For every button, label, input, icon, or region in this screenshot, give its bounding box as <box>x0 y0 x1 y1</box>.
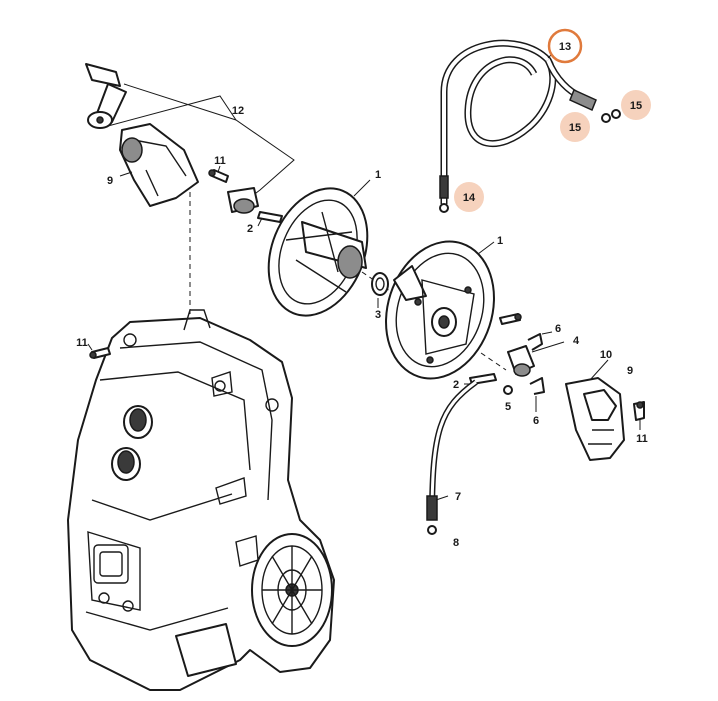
highlight-15-top <box>621 90 651 120</box>
callout-11-right: 11 <box>636 433 648 445</box>
callout-14: 14 <box>463 192 476 204</box>
callout-11-left: 11 <box>76 337 88 349</box>
callout-2-lower: 2 <box>453 379 459 391</box>
pressure-washer-body <box>67 309 335 691</box>
clip-6-upper <box>527 333 543 351</box>
callout-11-top: 11 <box>214 155 226 167</box>
o-ring-8 <box>427 525 437 535</box>
callout-10: 10 <box>600 349 612 361</box>
crank-handle <box>85 63 127 129</box>
o-ring-15-b <box>611 109 621 119</box>
reel-bracket-right <box>565 377 625 461</box>
leader-12 <box>123 83 295 197</box>
callout-15-top: 15 <box>630 100 642 112</box>
callout-7: 7 <box>455 491 461 503</box>
o-ring-15-a <box>601 113 611 123</box>
reel-bracket-left <box>119 123 199 207</box>
shaft-coupling <box>227 187 259 214</box>
callout-1-lower: 1 <box>497 235 503 247</box>
reel-disk-lower <box>385 240 495 380</box>
callout-9-left: 9 <box>107 175 113 187</box>
callout-8: 8 <box>453 537 459 549</box>
callout-3: 3 <box>375 309 381 321</box>
callout-15-bottom: 15 <box>569 122 581 134</box>
screw-11-right <box>633 401 645 421</box>
o-ring-3 <box>371 272 389 296</box>
clip-6-lower <box>529 377 545 395</box>
callout-9-right: 9 <box>627 365 633 377</box>
callout-13: 13 <box>559 41 571 53</box>
callout-6-upper: 6 <box>555 323 561 335</box>
callout-4: 4 <box>573 335 580 347</box>
callout-5: 5 <box>505 401 511 413</box>
screw-11-top <box>208 169 229 183</box>
o-ring-5 <box>503 385 513 395</box>
highlight-15-bottom <box>560 112 590 142</box>
highlight-14 <box>454 182 484 212</box>
callout-12: 12 <box>232 105 244 117</box>
screw-11-left <box>89 347 111 359</box>
callout-6-lower: 6 <box>533 415 539 427</box>
screw-2-right <box>499 313 522 325</box>
high-pressure-hose-13 <box>439 39 597 204</box>
highlight-ring-13 <box>547 28 583 64</box>
reel-disk-upper <box>267 187 369 317</box>
screw-2-top <box>257 211 283 223</box>
swivel-joint-4 <box>507 345 535 377</box>
o-ring-14 <box>439 203 449 213</box>
connecting-hose-7 <box>426 379 478 521</box>
callout-2-top: 2 <box>247 223 253 235</box>
callout-1-upper: 1 <box>375 169 381 181</box>
